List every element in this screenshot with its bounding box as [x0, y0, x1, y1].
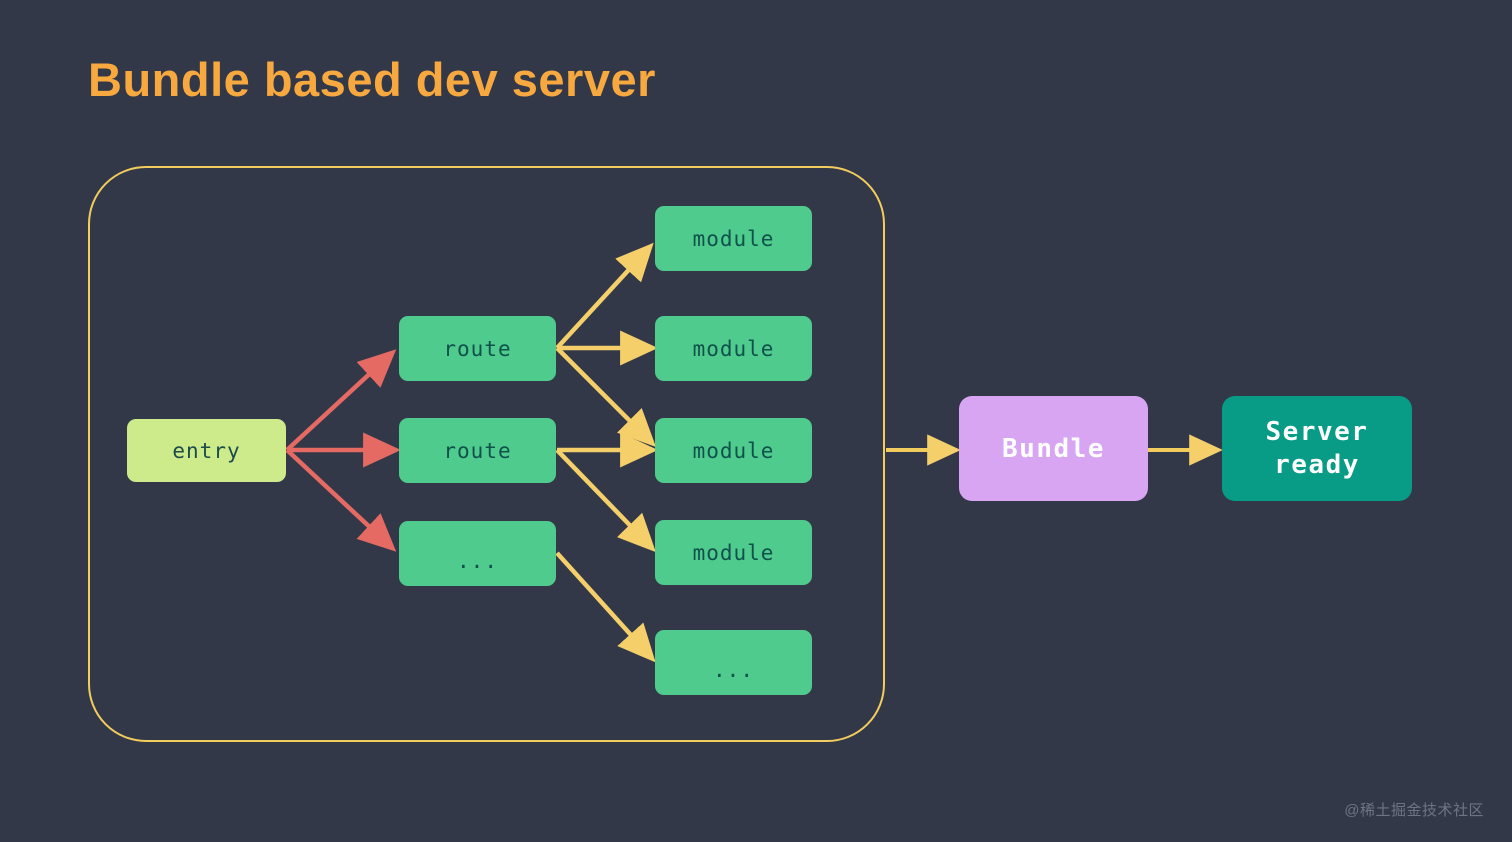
- node-bundle-label: Bundle: [1002, 433, 1105, 464]
- node-module-1[interactable]: module: [655, 206, 812, 271]
- node-module-5-label: ...: [713, 657, 754, 682]
- node-module-4[interactable]: module: [655, 520, 812, 585]
- node-entry[interactable]: entry: [127, 419, 286, 482]
- node-module-3[interactable]: module: [655, 418, 812, 483]
- node-server-ready-label-line2: ready: [1274, 449, 1360, 480]
- page-title: Bundle based dev server: [88, 53, 656, 106]
- node-route-1-label: route: [443, 336, 512, 361]
- node-route-3-label: ...: [457, 548, 498, 573]
- node-module-1-label: module: [692, 226, 775, 251]
- node-server-ready[interactable]: Server ready: [1222, 396, 1412, 501]
- node-module-5[interactable]: ...: [655, 630, 812, 695]
- node-route-1[interactable]: route: [399, 316, 556, 381]
- node-entry-label: entry: [172, 438, 241, 463]
- node-route-3[interactable]: ...: [399, 521, 556, 586]
- node-module-2-label: module: [692, 336, 775, 361]
- node-bundle[interactable]: Bundle: [959, 396, 1148, 501]
- node-module-4-label: module: [692, 540, 775, 565]
- node-module-2[interactable]: module: [655, 316, 812, 381]
- watermark: @稀土掘金技术社区: [1344, 802, 1484, 819]
- node-server-ready-label-line1: Server: [1265, 417, 1369, 447]
- node-route-2-label: route: [443, 438, 512, 463]
- node-route-2[interactable]: route: [399, 418, 556, 483]
- node-module-3-label: module: [692, 438, 775, 463]
- module-graph-frame: [88, 166, 885, 742]
